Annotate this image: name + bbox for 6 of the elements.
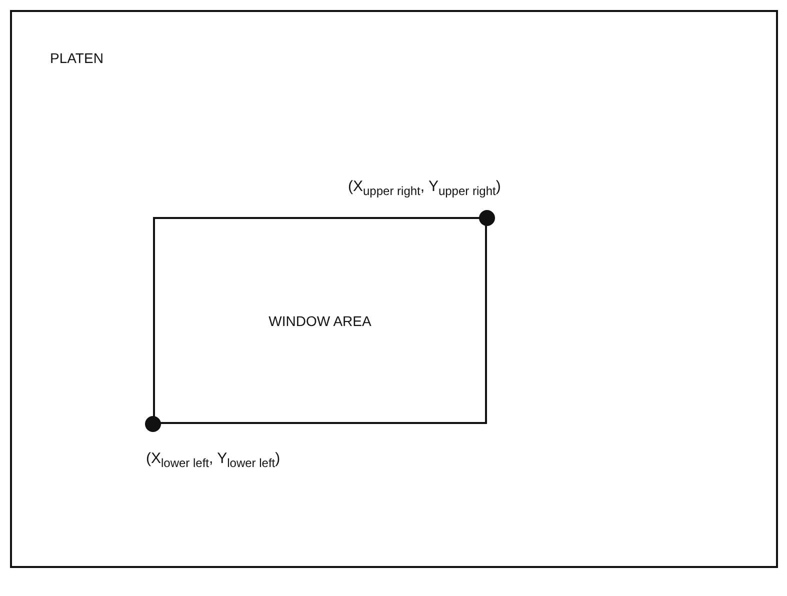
node-title: PLATEN <box>50 50 104 66</box>
window-area-box <box>153 217 487 424</box>
node-title: WINDOW AREA <box>268 312 372 328</box>
coordinate-label: (X$_{upper right}$, Y$_{upper right}$) <box>348 178 501 198</box>
platen-frame <box>10 10 778 568</box>
coordinate-label: (X$_{lower left}$, Y$_{lower left}$) <box>146 450 280 470</box>
